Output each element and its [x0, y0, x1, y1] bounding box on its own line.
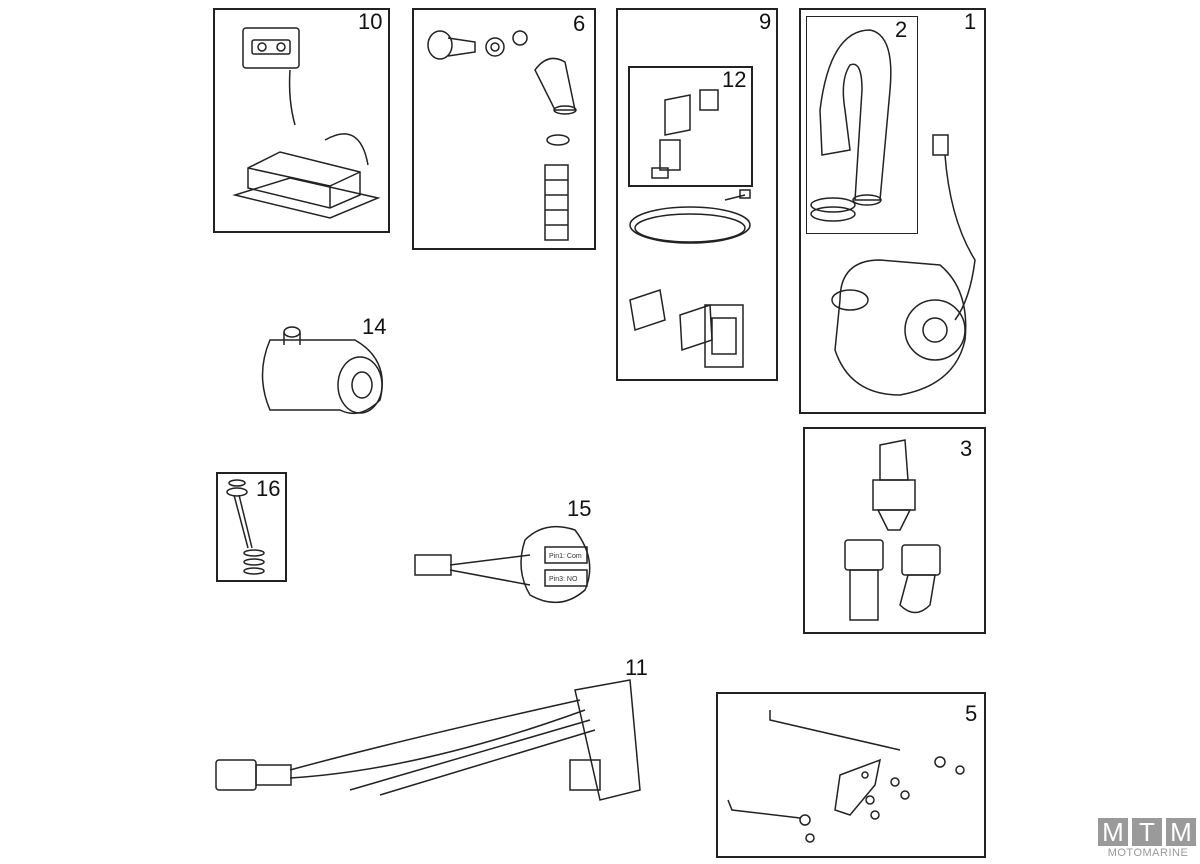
motor-drawing	[261, 326, 383, 415]
part-10-frame	[213, 8, 390, 233]
part-number-9: 9	[759, 9, 772, 34]
pin1-label: Pin1: Com	[549, 553, 582, 560]
pin3-label: Pin3: NO	[549, 576, 578, 583]
fitting-hose-drawing	[427, 30, 577, 241]
wiring-harness-drawing	[215, 679, 641, 801]
part-3-frame	[803, 427, 986, 634]
part-number-2: 2	[895, 17, 908, 42]
logo-letter: T	[1132, 818, 1162, 846]
logo-letter: M	[1166, 818, 1196, 846]
logo-letter: M	[1098, 818, 1128, 846]
float-switch-drawing: Pin1: Com Pin3: NO	[414, 525, 591, 604]
part-number-14: 14	[362, 314, 387, 339]
control-panel-drawing	[232, 27, 381, 219]
pump-drawing	[831, 134, 976, 396]
part-5-frame	[716, 692, 986, 858]
cable-switch-drawing	[629, 189, 751, 368]
part-12-frame	[628, 66, 753, 187]
part-number-1: 1	[964, 9, 977, 34]
part-9-frame	[616, 8, 778, 381]
part-2-frame	[806, 16, 918, 234]
part-number-15: 15	[567, 496, 592, 521]
bracket-drawing	[727, 710, 965, 843]
part-6-frame	[412, 8, 596, 250]
pin-drawing	[226, 479, 265, 575]
fittings-drawing	[844, 439, 941, 621]
motomarine-logo: M T M MOTOMARINE	[1098, 818, 1198, 859]
valve-drawing	[651, 89, 719, 179]
part-number-5: 5	[965, 701, 978, 726]
elbow-hose-drawing	[810, 29, 892, 222]
part-1-frame	[799, 8, 986, 414]
logo-brand-text: MOTOMARINE	[1107, 847, 1189, 859]
part-number-3: 3	[960, 436, 973, 461]
part-16-frame	[216, 472, 287, 582]
part-number-16: 16	[256, 476, 281, 501]
part-number-10: 10	[358, 9, 383, 34]
part-number-12: 12	[722, 67, 747, 92]
part-number-11: 11	[625, 655, 648, 680]
part-number-6: 6	[573, 11, 586, 36]
